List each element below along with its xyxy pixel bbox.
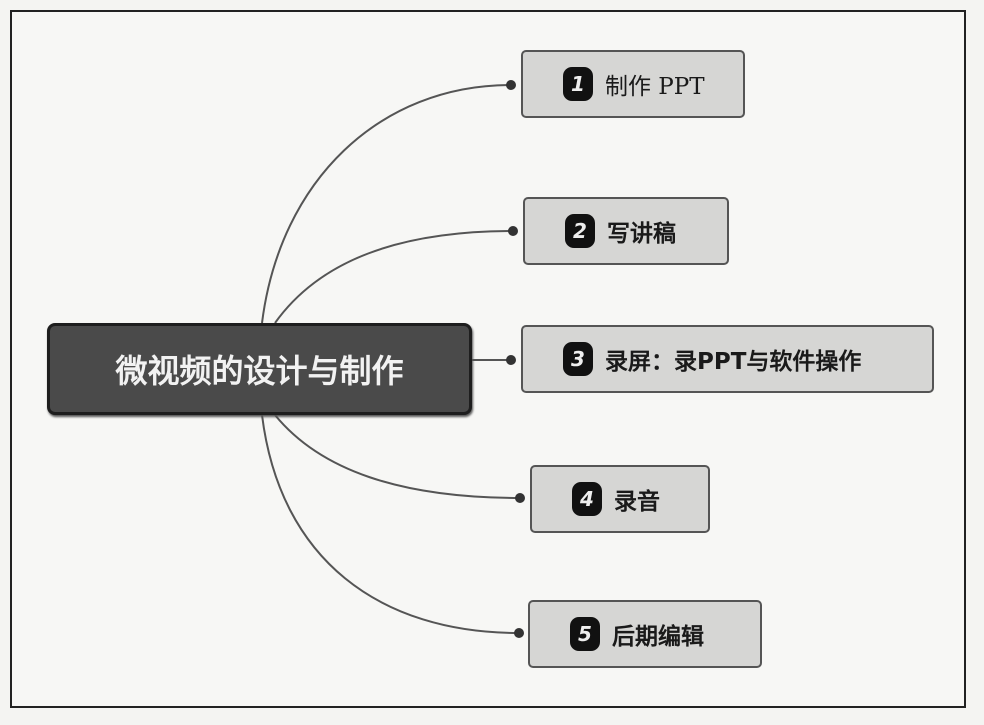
link-dot-4 [515,493,525,503]
link-dot-5 [514,628,524,638]
step-label: 录音 [614,489,660,515]
step-node-5[interactable]: 5 后期编辑 [528,600,762,668]
step-number-badge: 1 [563,67,593,101]
step-number-badge: 4 [572,482,602,516]
step-label: 制作 PPT [605,74,705,100]
link-dot-3 [506,355,516,365]
step-node-1[interactable]: 1 制作 PPT [521,50,745,118]
link-1 [261,84,512,324]
link-dot-2 [508,226,518,236]
link-dot-1 [506,80,516,90]
root-label: 微视频的设计与制作 [115,352,404,390]
root-node[interactable]: 微视频的设计与制作 [47,323,472,415]
step-label: 后期编辑 [612,624,704,650]
step-node-3[interactable]: 3 录屏：录PPT与软件操作 [521,325,934,393]
step-node-2[interactable]: 2 写讲稿 [523,197,729,265]
step-label: 写讲稿 [607,221,676,247]
link-2 [274,230,514,324]
step-number-badge: 5 [570,617,600,651]
step-number-badge: 2 [565,214,595,248]
link-5 [261,414,520,634]
step-number-badge: 3 [563,342,593,376]
step-node-4[interactable]: 4 录音 [530,465,710,533]
link-4 [274,414,521,499]
step-label: 录屏：录PPT与软件操作 [605,349,862,375]
